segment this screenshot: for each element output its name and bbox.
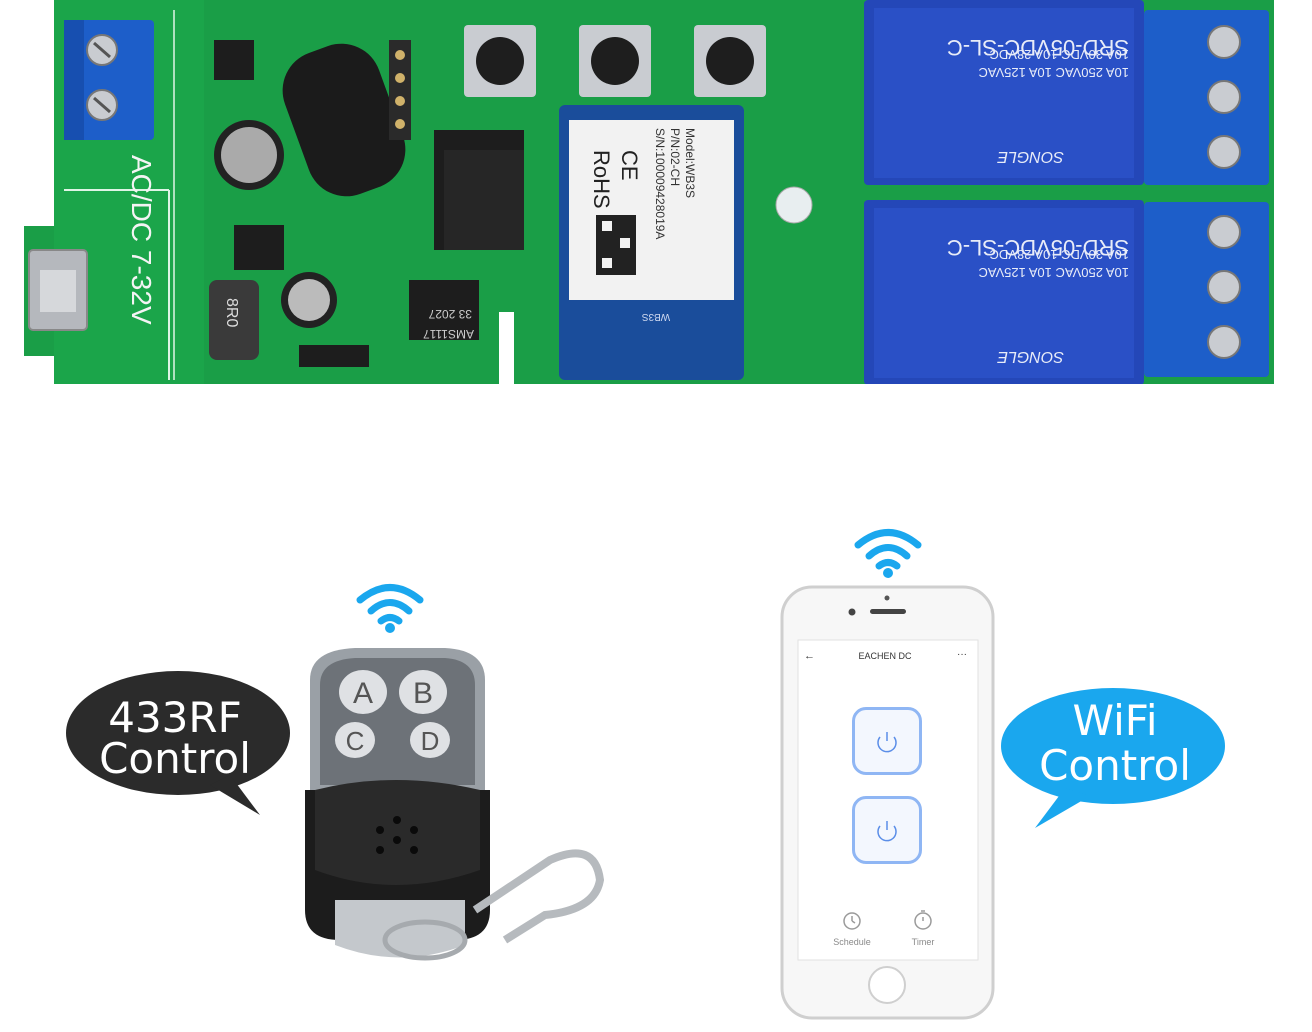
module-sn: S/N:100009428019A (653, 128, 667, 239)
relay-1: SRD-05VDC-SL-C 10A 250VAC 10A 125VAC 10A… (864, 0, 1144, 185)
tab-timer[interactable]: Timer (911, 937, 935, 947)
inductor-label: 8R0 (223, 298, 240, 327)
switch-2-button[interactable] (852, 796, 922, 864)
rf-remote: A B C D (305, 648, 605, 961)
svg-text:A: A (353, 677, 373, 710)
relay-board-image: AC/DC 7-32V 8R0 33 2027 AMS1117 Model:WB… (24, 0, 1274, 384)
relay-1-model: SRD-05VDC-SL-C (947, 35, 1129, 60)
wifi-bubble-line2: Control (1039, 741, 1191, 790)
svg-text:B: B (413, 677, 433, 710)
wifi-icon (854, 529, 922, 578)
back-icon[interactable]: ← (804, 650, 815, 662)
wifi-icon (356, 584, 424, 633)
remote-button-c: C (335, 722, 375, 758)
relay-2-rating2: 10A 30VDC 10A 28VDC (990, 247, 1129, 262)
power-icon (877, 732, 897, 753)
timer-icon[interactable] (911, 908, 935, 932)
remote-button-b: B (399, 670, 447, 714)
relay-1-rating1: 10A 250VAC 10A 125VAC (978, 65, 1129, 80)
relay-2-model: SRD-05VDC-SL-C (947, 235, 1129, 260)
wifi-speech-bubble (1001, 688, 1225, 828)
module-rohs: RoHS (589, 150, 614, 209)
more-icon[interactable]: ··· (957, 649, 967, 660)
regulator-label: AMS1117 (423, 327, 474, 341)
relay-2: SRD-05VDC-SL-C 10A 250VAC 10A 125VAC 10A… (864, 200, 1144, 384)
rf-bubble-line2: Control (99, 734, 251, 783)
app-title: EACHEN DC (858, 651, 912, 661)
svg-text:D: D (421, 726, 440, 756)
schedule-icon[interactable] (840, 908, 864, 932)
wifi-bubble-line1: WiFi (1072, 696, 1158, 745)
relay-1-rating2: 10A 30VDC 10A 28VDC (990, 47, 1129, 62)
antenna-label: WB3S (642, 311, 671, 322)
relay-2-rating1: 10A 250VAC 10A 125VAC (978, 265, 1129, 280)
svg-text:C: C (346, 726, 365, 756)
relay-1-brand: SONGLE (997, 148, 1064, 165)
power-label: AC/DC 7-32V (126, 155, 157, 325)
module-model: Model:WB3S (683, 128, 697, 198)
module-ce: CE (617, 150, 642, 181)
pcb-button-1 (464, 25, 536, 97)
remote-button-d: D (410, 722, 450, 758)
power-icon (877, 821, 897, 842)
module-pn: P/N:02-CH (668, 128, 682, 186)
relay-2-brand: SONGLE (997, 348, 1064, 365)
rf-bubble-line1: 433RF (108, 693, 242, 742)
rf-speech-bubble (66, 671, 290, 815)
tab-schedule[interactable]: Schedule (833, 937, 871, 947)
switch-1-button[interactable] (852, 707, 922, 775)
remote-button-a: A (339, 670, 387, 714)
regulator-code: 33 2027 (428, 307, 472, 321)
